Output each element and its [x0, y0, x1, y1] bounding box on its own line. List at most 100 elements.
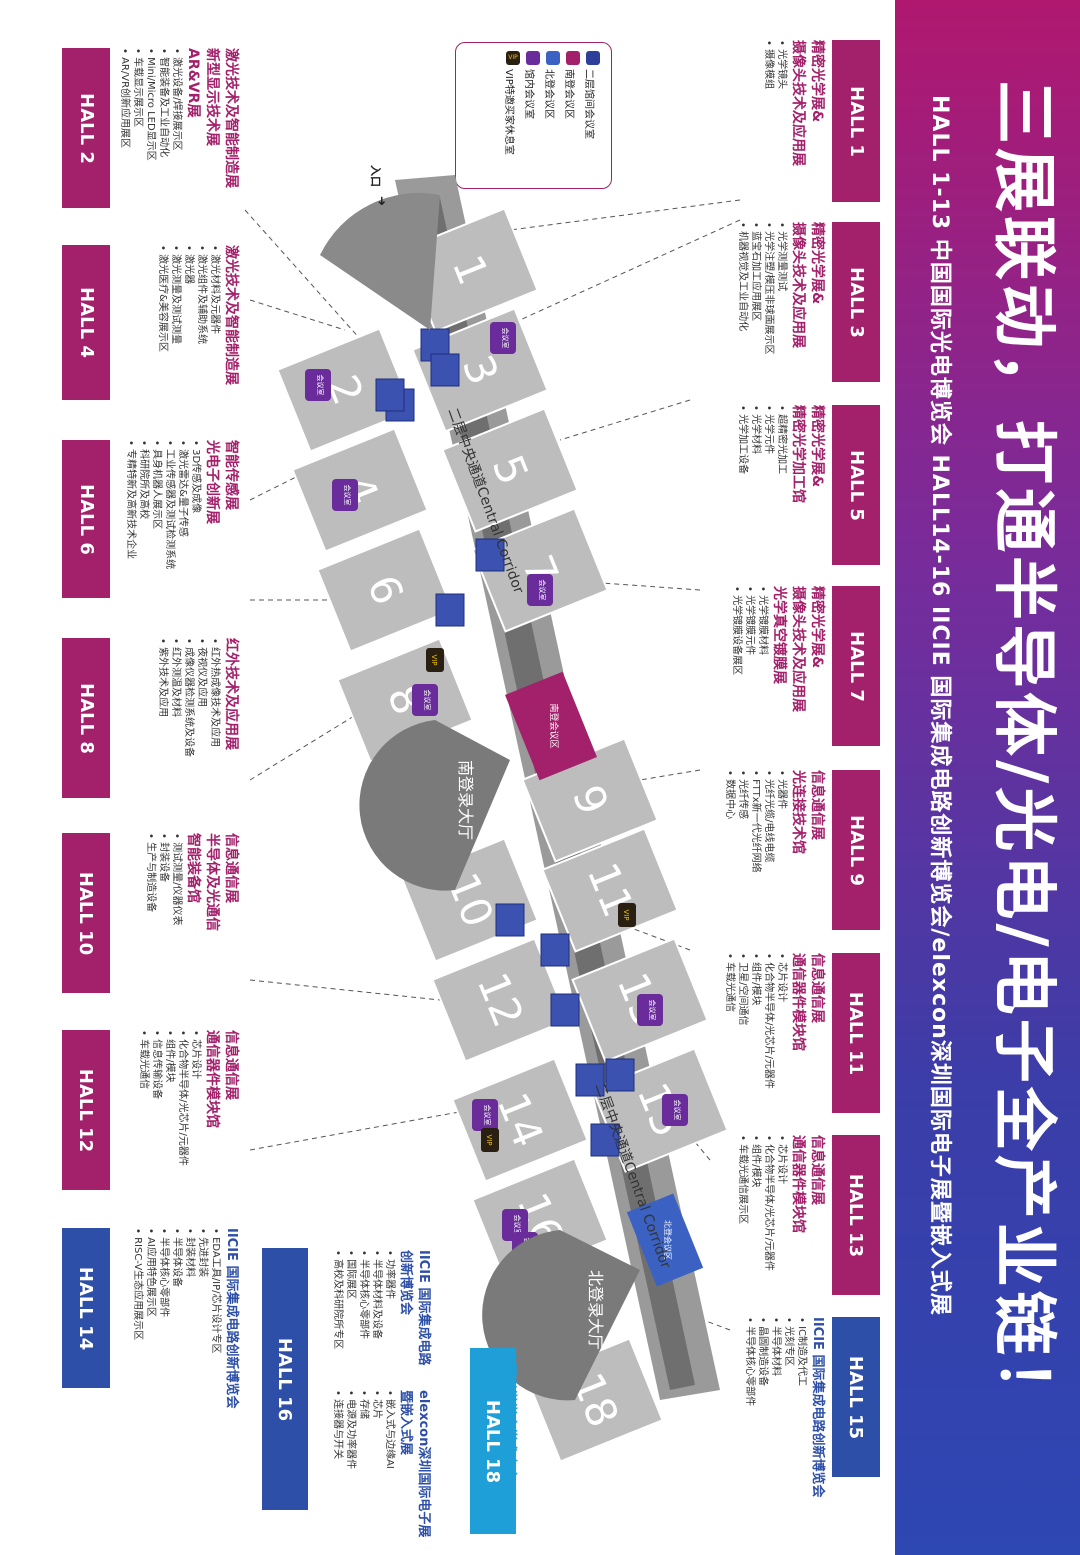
meeting-room-tag [662, 1094, 688, 1126]
hall-card-right-4: HALL 9 [832, 770, 880, 930]
hall-id: HALL 7 [845, 630, 867, 702]
hall-item: • 科研院所及高校 [137, 440, 150, 569]
hall-item-text: 信息传输设备 [151, 1039, 162, 1100]
hall-item-text: 激光设备/焊接展示区 [171, 57, 182, 151]
bullet: • [737, 1135, 748, 1145]
hall-id: HALL 6 [75, 483, 97, 555]
map-legend: 二层馆间会议室 南登会议区 北登会议区 馆内会议室 VIP VIP特邀买家休息室 [455, 42, 612, 189]
hall-item: • 半导体材料 [769, 1317, 782, 1497]
bullet: • [132, 1228, 143, 1238]
hall-item-text: FTTx新一代光纤网络 [750, 779, 761, 873]
hall-item: • 国际展区 [344, 1250, 357, 1365]
hall-item: • 紫外技术及应用 [156, 638, 169, 757]
hall-item-text: 激光医疗&美容展示区 [157, 254, 168, 352]
hall-item: • 光学镀膜元件 [743, 586, 756, 712]
hall-title: 信息通信展 [809, 953, 825, 1023]
south-meeting-label: 南登会议区 [548, 703, 560, 748]
hall-item: • EDA工具/IP/芯片设计专区 [209, 1228, 222, 1408]
bullet: • [145, 833, 156, 843]
hall-block-12: 12 [431, 937, 569, 1063]
hall-item-text: 嵌入式与边缘AI [384, 1399, 395, 1469]
hall-card-right-1: HALL 3 [832, 222, 880, 382]
meeting-room-label: 会议室 [501, 328, 510, 349]
hall-item: • 数据中心 [723, 770, 736, 873]
bullet: • [158, 833, 169, 843]
hall-title: 信息通信展 [809, 770, 825, 840]
bullet: • [197, 1228, 208, 1238]
hall-item: • 半导体核心零部件 [357, 1250, 370, 1365]
meeting-room-tag [412, 684, 438, 716]
hall-info-right-0: 精密光学展&摄像头技术及应用展• 光学镜头• 摄像模组 [762, 40, 826, 166]
bullet: • [724, 953, 735, 963]
hall-item-text: 光纤传感 [737, 779, 748, 820]
hall-item: • 化合物半导体/光芯片/元器件 [176, 1030, 189, 1166]
hall16-info-col1: IICIE 国际集成电路创新博览会• 功率器件• 半导体材料及设备• 半导体核心… [331, 1250, 432, 1365]
hall-title: 暨嵌入式展 [398, 1390, 413, 1456]
hall-item-text: 化合物半导体/光芯片/元器件 [177, 1039, 188, 1166]
bullet: • [757, 586, 768, 596]
hall-card-right-2: HALL 5 [832, 405, 880, 565]
leader-line [509, 199, 741, 231]
hall-title: 精密光学展& [809, 40, 825, 123]
bullet: • [170, 245, 181, 255]
hall-item-text: 紫外技术及应用 [157, 647, 168, 718]
hall-item-text: 机器视觉及工业自动化 [737, 231, 748, 332]
bullet: • [763, 222, 774, 232]
hall-item-text: 国际展区 [345, 1259, 356, 1300]
meeting-room-label: 会议室 [673, 1100, 682, 1121]
hall-item-text: IC制造及代工 [796, 1326, 807, 1387]
hall-item: • 芯片设计 [189, 1030, 202, 1166]
bullet: • [763, 953, 774, 963]
bullet: • [151, 1030, 162, 1040]
hall-item-text: 半导体核心零部件 [358, 1259, 369, 1340]
hall-item: • RISC-V生态应用展示区 [131, 1228, 144, 1408]
hall-title: 光连接技术馆 [790, 770, 806, 854]
hall-info-right-4: 信息通信展光连接技术馆• 光器件• 光纤光缆/电线电缆• FTTx新一代光纤网络… [723, 770, 826, 873]
south-meeting-area [505, 671, 597, 781]
hall-title: 智能装备馆 [185, 833, 201, 903]
bullet: • [138, 1030, 149, 1040]
meeting-room-label: 会议室 [538, 580, 547, 601]
hall-item: • 红外热成像技术及应用 [208, 638, 221, 757]
hall-item: • 智能装备及工业自动化 [157, 48, 170, 188]
hall-item-text: 激光雷达&量子传感 [177, 449, 188, 537]
hall-item: • 车载光通信 [723, 953, 736, 1089]
hall-info-left-5: 信息通信展通信器件模块馆• 芯片设计• 化合物半导体/光芯片/元器件• 组件/模… [137, 1030, 240, 1166]
hall-title: 创新博览会 [398, 1250, 413, 1316]
hall-item-text: 光学镀膜设备展区 [731, 595, 742, 676]
hall-item: • AR/VR创新应用展区 [118, 48, 131, 188]
floor-plan: 1234567891011121314151618会议室会议室会议室会议室会议室… [244, 165, 741, 1463]
hall-block-5: 5 [441, 407, 579, 533]
hall-item-text: 车载显示展示区 [132, 57, 143, 128]
hall-item-text: 专精特新及高新技术企业 [125, 449, 136, 560]
bullet: • [151, 440, 162, 450]
bullet: • [145, 48, 156, 58]
sub-headline: HALL 1-13 中国国际光电博览会 HALL14-16 IICIE 国际集成… [927, 95, 952, 1316]
bullet: • [776, 222, 787, 232]
hall-title: 半导体及光通信 [204, 833, 220, 931]
hall-item-text: 智能装备及工业自动化 [158, 57, 169, 158]
bullet: • [119, 48, 130, 58]
hall-item: • 激光测量及测试测量 [169, 245, 182, 385]
hall-item-text: 光学镀膜材料 [757, 595, 768, 656]
bullet: • [164, 1030, 175, 1040]
hall-item: • 激光材料及元器件 [208, 245, 221, 385]
meeting-room-tag [490, 322, 516, 354]
conference-room [590, 1123, 620, 1157]
hall18-info: 中国光学学会学术大会 [500, 1350, 518, 1480]
hall-block-7: 7 [471, 507, 609, 633]
hall-item: • 车载光通信展示区 [736, 1135, 749, 1271]
meeting-room-tag [472, 1099, 498, 1131]
hall-title: AR&VR展 [185, 48, 201, 118]
bullet: • [750, 222, 761, 232]
hall-id: HALL 12 [75, 1068, 97, 1152]
bullet: • [731, 586, 742, 596]
hall-id: HALL 5 [845, 449, 867, 521]
entrance-area [320, 192, 440, 330]
hall-item-text: 半导体材料 [770, 1326, 781, 1377]
meeting-room-label: 会议室 [316, 375, 325, 396]
bullet: • [157, 638, 168, 648]
hall-title: 中国光学学会学术大会 [502, 1350, 517, 1481]
north-meeting-label: 北登会议区 [663, 1220, 673, 1260]
